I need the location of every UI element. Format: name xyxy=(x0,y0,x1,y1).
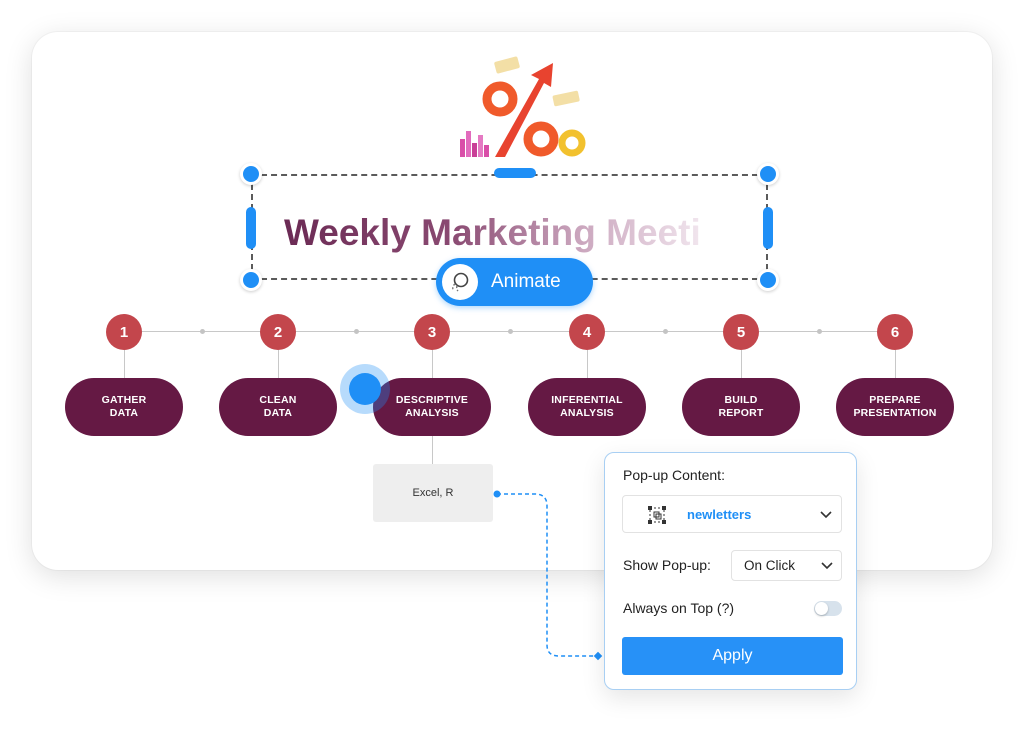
animate-icon xyxy=(442,264,478,300)
popup-trigger-box[interactable]: Excel, R xyxy=(373,464,493,522)
resize-handle-top[interactable] xyxy=(494,168,536,178)
always-on-top-toggle[interactable] xyxy=(814,601,842,616)
resize-handle-right[interactable] xyxy=(763,207,773,249)
step-connector xyxy=(278,350,279,378)
step-label-line: PRESENTATION xyxy=(853,407,937,419)
step-label-line: DATA xyxy=(109,407,139,419)
popup-content-value: newletters xyxy=(687,507,752,522)
toggle-knob xyxy=(815,602,828,615)
step-label-line: DATA xyxy=(263,407,293,419)
step-label-line: REPORT xyxy=(718,407,764,419)
step-number-2[interactable]: 2 xyxy=(260,314,296,350)
always-on-top-label: Always on Top (?) xyxy=(623,600,735,616)
tooltip-connector xyxy=(432,436,433,464)
step-label-line: CLEAN xyxy=(259,394,297,406)
drag-cursor[interactable] xyxy=(349,373,381,405)
animate-label: Animate xyxy=(491,271,561,292)
show-popup-label: Show Pop-up: xyxy=(623,557,711,573)
step-label-line: PREPARE xyxy=(869,394,921,406)
apply-button[interactable]: Apply xyxy=(622,637,843,675)
step-connector xyxy=(432,350,433,378)
timeline-dot xyxy=(200,329,205,334)
resize-handle-top-left[interactable] xyxy=(240,163,262,185)
timeline-dot xyxy=(817,329,822,334)
percent-logo-icon xyxy=(460,56,586,157)
timeline-dot xyxy=(354,329,359,334)
step-number-3[interactable]: 3 xyxy=(414,314,450,350)
popup-content-label: Pop-up Content: xyxy=(623,467,725,483)
chevron-down-icon xyxy=(821,562,833,570)
resize-handle-bottom-right[interactable] xyxy=(757,269,779,291)
resize-handle-top-right[interactable] xyxy=(757,163,779,185)
step-label-line: DESCRIPTIVE xyxy=(395,394,469,406)
step-label-line: BUILD xyxy=(724,394,758,406)
step-number-1[interactable]: 1 xyxy=(106,314,142,350)
show-popup-value: On Click xyxy=(744,558,796,573)
slide-title[interactable]: Weekly Marketing Meeti xyxy=(284,205,704,261)
show-popup-select[interactable]: On Click xyxy=(731,550,842,581)
step-label-line: GATHER xyxy=(101,394,147,406)
timeline-dot xyxy=(508,329,513,334)
step-connector xyxy=(895,350,896,378)
popup-trigger-text: Excel, R xyxy=(412,487,454,499)
animate-button[interactable]: Animate xyxy=(436,258,593,306)
resize-handle-bottom-left[interactable] xyxy=(240,269,262,291)
step-label-line: ANALYSIS xyxy=(405,407,459,419)
chevron-down-icon xyxy=(820,511,832,519)
step-number-6[interactable]: 6 xyxy=(877,314,913,350)
step-number-4[interactable]: 4 xyxy=(569,314,605,350)
popup-settings-panel: Pop-up Content: newletters Show Pop-up: … xyxy=(604,452,857,690)
step-label-line: ANALYSIS xyxy=(560,407,614,419)
popup-content-select[interactable]: newletters xyxy=(622,495,842,533)
step-connector xyxy=(741,350,742,378)
step-label-line: INFERENTIAL xyxy=(551,394,623,406)
step-connector xyxy=(587,350,588,378)
content-template-icon xyxy=(648,506,666,524)
timeline-dot xyxy=(663,329,668,334)
step-number-5[interactable]: 5 xyxy=(723,314,759,350)
step-connector xyxy=(124,350,125,378)
resize-handle-left[interactable] xyxy=(246,207,256,249)
